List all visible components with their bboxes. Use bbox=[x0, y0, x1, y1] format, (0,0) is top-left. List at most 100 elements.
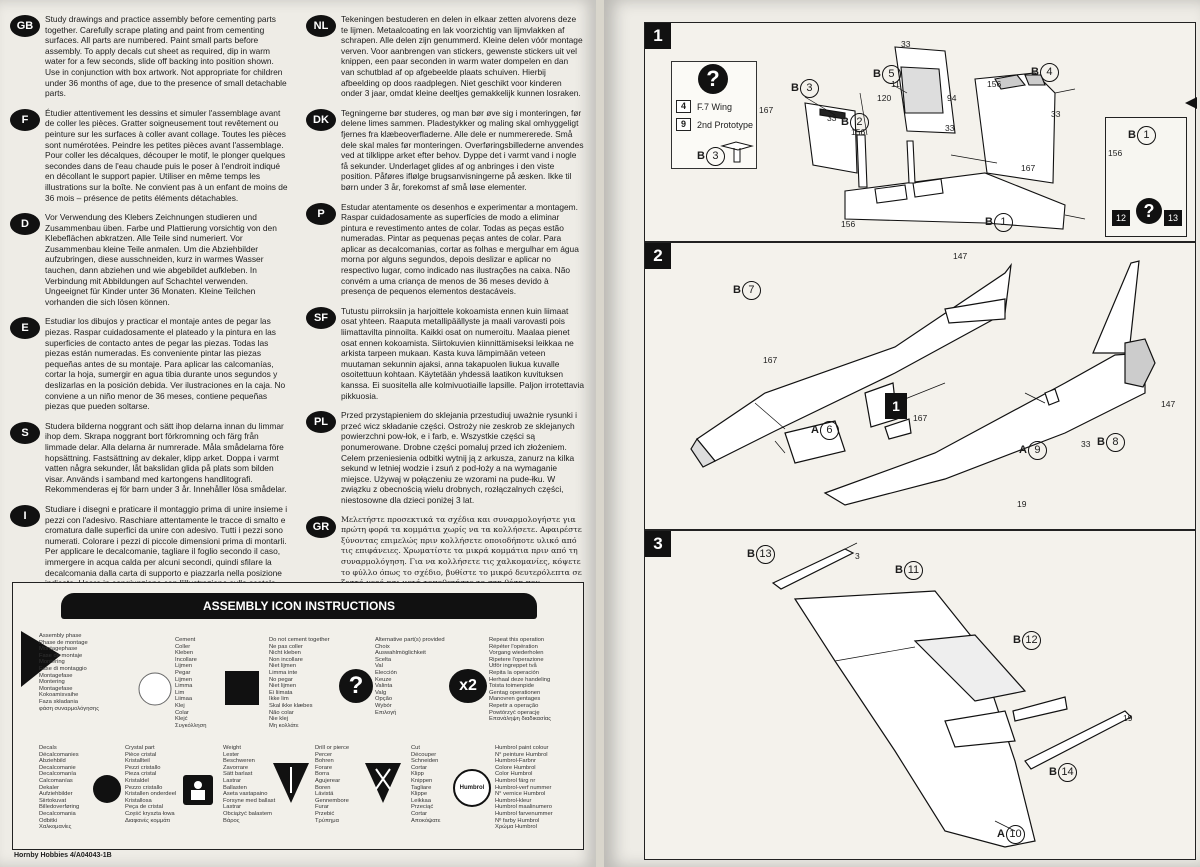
icon-caption-line: Pegar bbox=[175, 669, 191, 676]
icon-caption-line: Klej bbox=[175, 702, 185, 709]
icon-caption-line: Calcomanías bbox=[39, 777, 73, 784]
icon-caption-line: Vorgang wiederholen bbox=[489, 650, 544, 657]
icon-caption-line: Skal ikke klæbes bbox=[269, 702, 313, 709]
language-badge: GB bbox=[10, 15, 40, 37]
icon-caption-line: Lim bbox=[175, 689, 185, 696]
icon-caption-line: Assembly phase bbox=[39, 633, 82, 639]
icon-caption-line: Répéter l'opération bbox=[489, 643, 538, 650]
icon-caption-line: Kristaldel bbox=[125, 777, 149, 784]
step-number: 3 bbox=[645, 531, 671, 557]
icon-caption-line: Cut bbox=[411, 745, 421, 751]
icon-caption-line: Niet lijmen bbox=[269, 663, 297, 670]
alternative-part-icon: ? bbox=[698, 64, 728, 94]
instruction-text: Tutustu piirroksiin ja harjoittele kokoa… bbox=[341, 305, 584, 401]
small-part-drawing bbox=[720, 141, 754, 163]
icon-caption-line: Elección bbox=[375, 669, 397, 676]
language-badge: F bbox=[10, 108, 40, 131]
icon-caption-line: Gennembore bbox=[315, 797, 349, 804]
icon-caption-line: Furar bbox=[315, 804, 329, 811]
icon-caption-line: Limma bbox=[175, 683, 193, 690]
icon-caption-line: Incollare bbox=[175, 656, 197, 663]
icon-caption-line: Decalcomanía bbox=[39, 771, 77, 778]
icon-caption-line: Non incollare bbox=[269, 656, 303, 663]
icon-caption-line: Billedoverføring bbox=[39, 804, 80, 811]
icon-caption-line: Lävistä bbox=[315, 791, 334, 798]
icon-caption-line: Borra bbox=[315, 771, 330, 778]
icon-caption-line: N° peinture Humbrol bbox=[495, 751, 548, 758]
icon-caption-line: Lijmen bbox=[175, 676, 193, 683]
icon-caption-line: Forare bbox=[315, 764, 333, 771]
language-badge: E bbox=[10, 317, 40, 340]
icon-caption-line: Lijmen bbox=[175, 663, 193, 670]
icon-caption-line: Kokoamisvaihe bbox=[39, 692, 79, 699]
instruction-text: Study drawings and practice assembly bef… bbox=[45, 14, 287, 99]
icon-caption-line: Nie klej bbox=[269, 716, 289, 723]
crystal-part-icon bbox=[93, 775, 121, 803]
icon-caption-line: Aseta vastapaino bbox=[223, 791, 268, 798]
icon-caption-line: φάση συναρμολόγησης bbox=[39, 705, 100, 712]
icon-caption-line: Montagephase bbox=[39, 646, 78, 653]
icon-caption-line: N° vernice Humbrol bbox=[495, 791, 546, 798]
icon-caption-line: Kleben bbox=[175, 650, 194, 657]
icon-caption-line: Przeciąć bbox=[411, 804, 434, 811]
icon-caption-line: Aufziehbilder bbox=[39, 791, 73, 798]
instruction-text: Étudier attentivement les dessins et sim… bbox=[45, 107, 288, 203]
icon-caption-line: Leikkaa bbox=[411, 797, 431, 804]
step-2-fuselage-drawing bbox=[690, 260, 1156, 506]
icon-caption-line: Colar bbox=[175, 709, 189, 716]
icon-caption-line: Opção bbox=[375, 696, 393, 703]
icon-caption-line: Βάρος bbox=[223, 817, 240, 824]
icon-caption-line: Niet lijmen bbox=[269, 683, 297, 690]
icon-caption-line: Cement bbox=[175, 637, 196, 643]
instruction-text: Estudiar los dibujos y practicar el mont… bbox=[45, 316, 286, 412]
icon-caption-line: Nicht kleben bbox=[269, 650, 301, 657]
language-badge: P bbox=[306, 202, 336, 225]
icon-caption-line: Zavorrare bbox=[223, 764, 249, 771]
icon-caption-line: Część kryszta łowa bbox=[125, 810, 175, 817]
icon-caption-line: Knippen bbox=[411, 777, 433, 784]
icon-caption-line: Ne pas coller bbox=[269, 643, 303, 650]
icon-caption-line: Obciążyć balastem bbox=[223, 810, 272, 817]
icon-caption-line: Cortar bbox=[411, 764, 428, 771]
language-badge: DK bbox=[306, 108, 336, 131]
catalogue-number: Hornby Hobbies 4/A04043-1B bbox=[14, 852, 112, 859]
instruction-text: Tegningerne bør studeres, og man bør øve… bbox=[341, 107, 584, 192]
language-badge: I bbox=[10, 504, 40, 527]
icon-caption-line: Τρύπημα bbox=[315, 817, 339, 824]
icon-caption-line: Limma inte bbox=[269, 669, 298, 676]
reference-step-1: 1 bbox=[885, 393, 907, 419]
icon-caption-line: Μη κολλάτε bbox=[269, 722, 299, 729]
icon-caption-line: Διαφανές κομμάτι bbox=[125, 817, 171, 824]
icon-caption-line: Klipp bbox=[411, 771, 424, 778]
icon-caption-line: Alternative part(s) provided bbox=[375, 637, 445, 643]
icon-caption-line: Humbrol-Farbnr bbox=[495, 758, 536, 765]
icon-caption-line: Faza składania bbox=[39, 698, 78, 705]
icon-caption-line: Utför ingreppet två bbox=[489, 663, 537, 670]
icon-caption-line: Humbrol-kleur bbox=[495, 797, 532, 804]
assembly-phase-icon bbox=[21, 631, 61, 687]
icons-title: ASSEMBLY ICON INSTRUCTIONS bbox=[61, 593, 537, 619]
